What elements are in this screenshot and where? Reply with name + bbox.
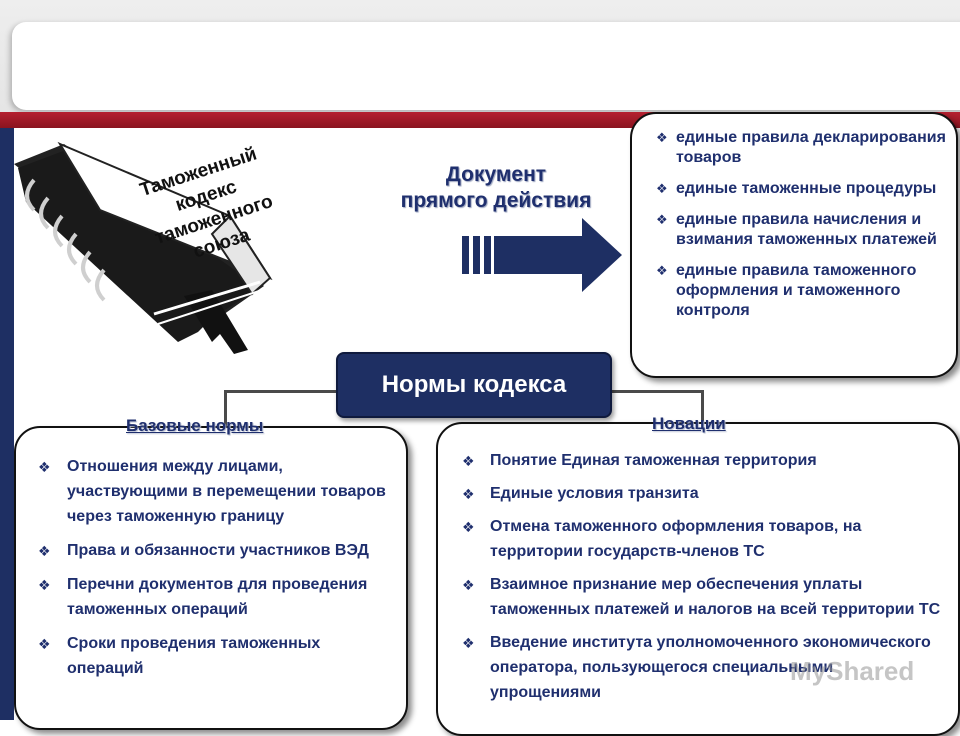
title-card xyxy=(12,22,960,110)
direct-action-box: ❖ единые правила декларирования товаров ❖… xyxy=(630,112,958,378)
diamond-bullet-icon: ❖ xyxy=(38,577,51,593)
diamond-bullet-icon: ❖ xyxy=(656,181,668,196)
list-item: ❖ Единые условия транзита xyxy=(462,481,942,506)
document-label: Документ прямого действия xyxy=(400,163,592,212)
innovations-label: Новации xyxy=(652,414,726,433)
diamond-bullet-icon: ❖ xyxy=(462,486,475,502)
list-item: ❖ Права и обязанности участников ВЭД xyxy=(38,538,398,563)
list-item-text: единые таможенные процедуры xyxy=(676,180,937,197)
list-item-text: единые правила начисления и взимания там… xyxy=(676,211,937,248)
list-item-text: Взаимное признание мер обеспечения уплат… xyxy=(490,576,941,618)
list-item: ❖ единые правила декларирования товаров xyxy=(656,128,952,168)
list-item-text: Единые условия транзита xyxy=(490,485,699,502)
right-arrow-icon xyxy=(462,218,622,292)
diamond-bullet-icon: ❖ xyxy=(38,636,51,652)
list-item-text: Перечни документов для проведения таможе… xyxy=(67,576,368,618)
list-item-text: единые правила таможенного оформления и … xyxy=(676,262,917,319)
list-item-text: Введение института уполномоченного эконо… xyxy=(490,634,931,701)
diamond-bullet-icon: ❖ xyxy=(462,577,475,593)
base-norms-box: ❖ Отношения между лицами, участвующими в … xyxy=(14,426,408,730)
list-item: ❖ Введение института уполномоченного экон… xyxy=(462,630,942,705)
list-item-text: Права и обязанности участников ВЭД xyxy=(67,542,369,559)
diamond-bullet-icon: ❖ xyxy=(656,263,668,278)
watermark: MyShared xyxy=(790,656,915,686)
diamond-bullet-icon: ❖ xyxy=(462,519,475,535)
list-item: ❖ Понятие Единая таможенная территория xyxy=(462,448,942,473)
list-item: ❖ Отмена таможенного оформления товаров, … xyxy=(462,514,942,564)
base-norms-label: Базовые нормы xyxy=(126,416,264,435)
list-item: ❖ Отношения между лицами, участвующими в … xyxy=(38,454,398,529)
diamond-bullet-icon: ❖ xyxy=(38,459,51,475)
diamond-bullet-icon: ❖ xyxy=(462,635,475,651)
diamond-bullet-icon: ❖ xyxy=(38,543,51,559)
list-item: ❖ единые правила таможенного оформления и… xyxy=(656,261,952,321)
list-item: ❖ Перечни документов для проведения тамож… xyxy=(38,572,398,622)
list-item: ❖ Взаимное признание мер обеспечения упла… xyxy=(462,572,942,622)
book-icon xyxy=(14,141,273,354)
list-item: ❖ единые правила начисления и взимания та… xyxy=(656,210,952,250)
list-item-text: Отмена таможенного оформления товаров, н… xyxy=(490,518,862,560)
list-item: ❖ Сроки проведения таможенных операций xyxy=(38,631,398,681)
innovations-box: ❖ Понятие Единая таможенная территория ❖ Е… xyxy=(436,422,960,736)
list-item-text: Отношения между лицами, участвующими в п… xyxy=(67,458,386,525)
list-item-text: Понятие Единая таможенная территория xyxy=(490,452,817,469)
list-item-text: единые правила декларирования товаров xyxy=(676,129,946,166)
diamond-bullet-icon: ❖ xyxy=(656,212,668,227)
norms-title: Нормы кодекса xyxy=(336,352,612,418)
diamond-bullet-icon: ❖ xyxy=(462,453,475,469)
list-item-text: Сроки проведения таможенных операций xyxy=(67,635,321,677)
diamond-bullet-icon: ❖ xyxy=(656,130,668,145)
list-item: ❖ единые таможенные процедуры xyxy=(656,179,952,199)
left-accent-bar xyxy=(0,128,14,720)
